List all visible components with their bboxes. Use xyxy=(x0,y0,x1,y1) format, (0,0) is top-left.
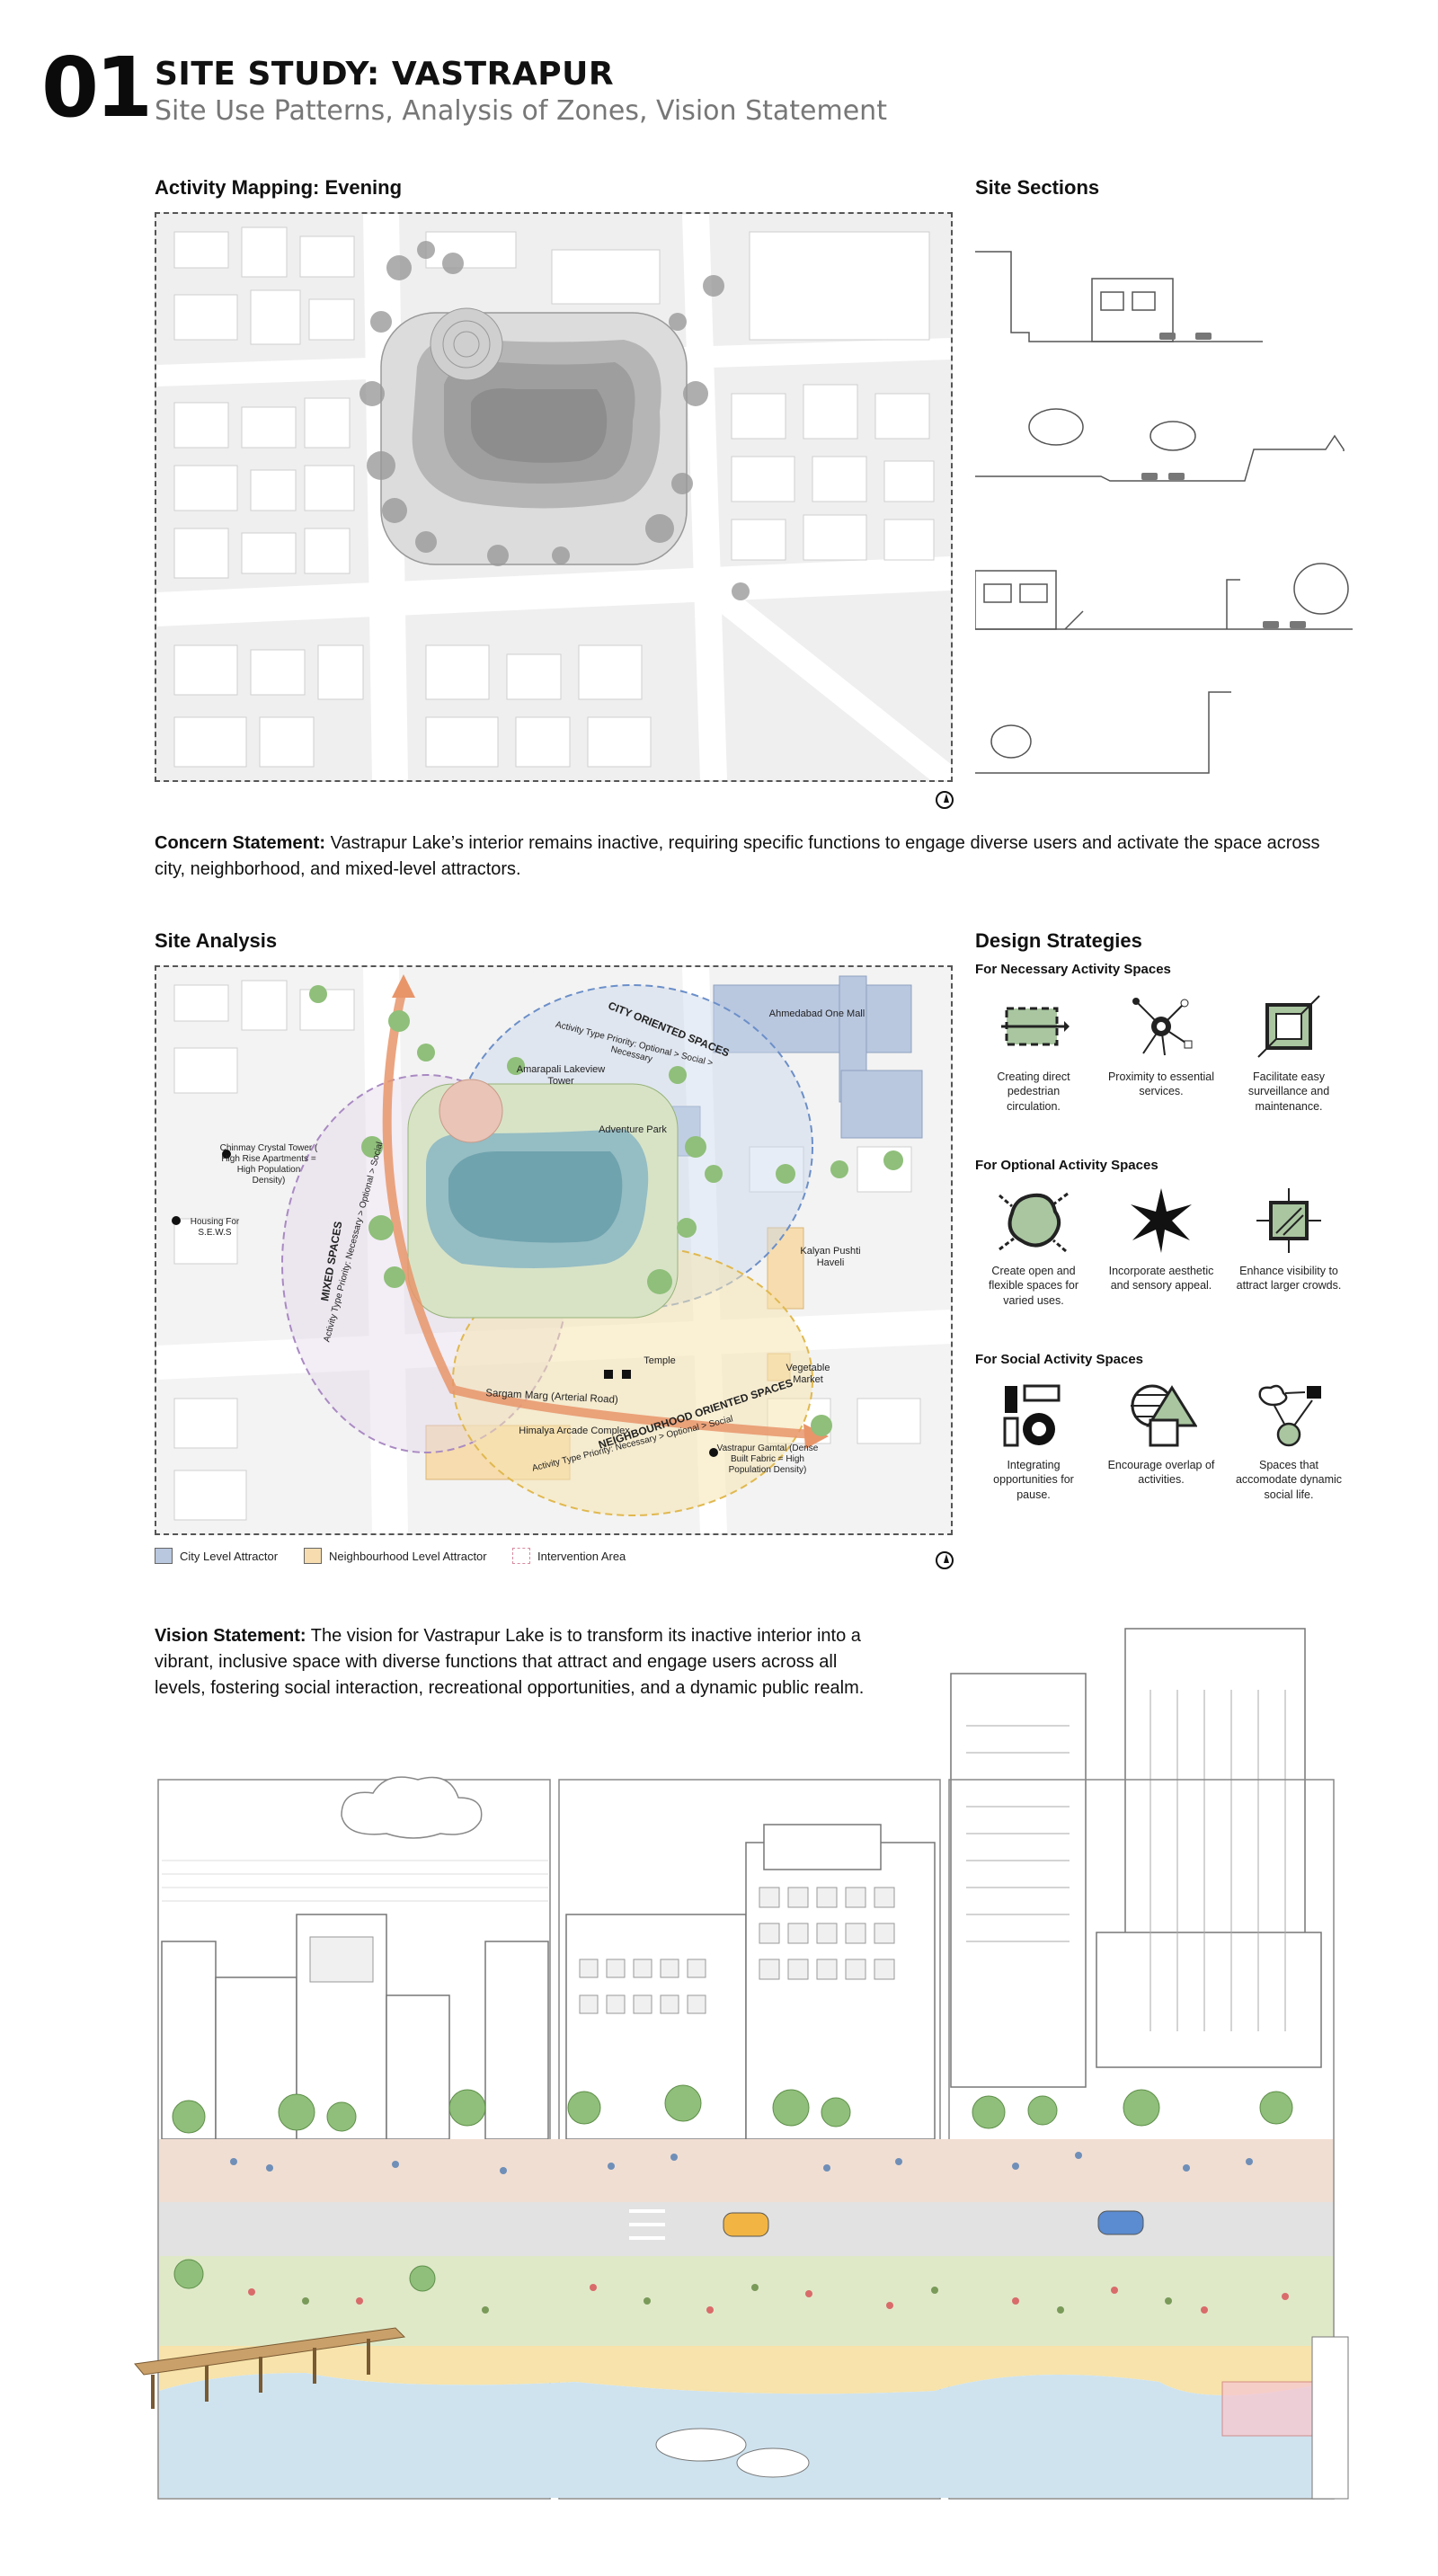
north-arrow-icon xyxy=(936,791,954,809)
strategy-social-life: Spaces that accomodate dynamic social li… xyxy=(1235,1379,1343,1502)
vision-label: Vision Statement: xyxy=(155,1626,306,1646)
legend-label: Intervention Area xyxy=(537,1549,626,1563)
aesthetic-appeal-icon xyxy=(1131,1188,1192,1253)
flexible-space-icon xyxy=(999,1192,1069,1253)
label-himalya-arcade: Himalya Arcade Complex xyxy=(519,1426,630,1436)
legend-swatch-neighbourhood xyxy=(304,1548,322,1564)
concern-statement: Concern Statement: Vastrapur Lake’s inte… xyxy=(155,831,1323,883)
strategy-pause: Integrating opportunities for pause. xyxy=(980,1379,1087,1502)
label-housing-sews: Housing For S.E.W.S xyxy=(190,1217,240,1238)
strategy-overlap: Encourage overlap of activities. xyxy=(1107,1379,1215,1488)
site-analysis-drawing xyxy=(156,967,951,1533)
label-temple: Temple xyxy=(644,1355,676,1366)
site-analysis-heading: Site Analysis xyxy=(155,929,278,952)
vision-text: The vision for Vastrapur Lake is to tran… xyxy=(155,1626,865,1698)
activity-map xyxy=(155,212,953,782)
overlap-icon xyxy=(1131,1384,1197,1447)
concern-label: Concern Statement: xyxy=(155,833,326,853)
legend-neighbourhood-level: Neighbourhood Level Attractor xyxy=(304,1548,487,1564)
legend-intervention-area: Intervention Area xyxy=(512,1548,626,1564)
group-social-title: For Social Activity Spaces xyxy=(975,1352,1144,1367)
legend-swatch-city xyxy=(155,1548,173,1564)
site-sections-heading: Site Sections xyxy=(975,176,1100,199)
visibility-icon xyxy=(1256,1188,1321,1253)
surveillance-icon xyxy=(1257,995,1320,1058)
strategy-surveillance: Facilitate easy surveillance and mainten… xyxy=(1235,990,1343,1114)
vision-illustration xyxy=(134,1628,1349,2500)
group-optional-title: For Optional Activity Spaces xyxy=(975,1158,1158,1173)
page-subtitle: Site Use Patterns, Analysis of Zones, Vi… xyxy=(155,95,887,127)
activity-map-drawing xyxy=(156,214,951,780)
strategy-pedestrian-circulation: Creating direct pedestrian circulation. xyxy=(980,990,1087,1114)
site-analysis-map: Ahmedabad One Mall CITY ORIENTED SPACES … xyxy=(155,965,953,1535)
social-life-icon xyxy=(1258,1384,1321,1447)
strategy-aesthetic-appeal: Incorporate aesthetic and sensory appeal… xyxy=(1107,1185,1215,1293)
activity-mapping-heading: Activity Mapping: Evening xyxy=(155,176,403,199)
legend-city-level: City Level Attractor xyxy=(155,1548,278,1564)
concern-text: Vastrapur Lake’s interior remains inacti… xyxy=(155,833,1320,879)
label-ahmedabad-one-mall: Ahmedabad One Mall xyxy=(768,1008,865,1019)
label-chinmay-tower: Chinmay Crystal Tower ( High Rise Apartm… xyxy=(219,1143,318,1186)
label-adventure-park: Adventure Park xyxy=(599,1124,667,1135)
label-vastrapur-gamtal: Vastrapur Gamtal (Dense Built Fabric = H… xyxy=(716,1443,819,1475)
legend-label: City Level Attractor xyxy=(180,1549,279,1563)
legend-label: Neighbourhood Level Attractor xyxy=(329,1549,487,1563)
label-amrapali-tower: Amarapali Lakeview Tower xyxy=(516,1064,606,1088)
design-strategies-heading: Design Strategies xyxy=(975,929,1142,952)
legend-swatch-intervention xyxy=(512,1548,530,1564)
strategy-proximity-services: Proximity to essential services. xyxy=(1107,990,1215,1099)
strategy-visibility: Enhance visibility to attract larger cro… xyxy=(1235,1185,1343,1293)
pedestrian-circulation-icon xyxy=(1001,1007,1070,1046)
label-kalyan-haveli: Kalyan Pushti Haveli xyxy=(800,1246,861,1269)
pause-icon xyxy=(1003,1384,1061,1447)
site-sections-drawing xyxy=(975,251,1353,774)
page-title: SITE STUDY: VASTRAPUR xyxy=(155,56,615,93)
group-necessary-title: For Necessary Activity Spaces xyxy=(975,962,1171,977)
vision-statement: Vision Statement: The vision for Vastrap… xyxy=(155,1623,883,1701)
proximity-services-icon xyxy=(1132,998,1193,1056)
strategy-flexible-space: Create open and flexible spaces for vari… xyxy=(980,1185,1087,1308)
sheet-number: 01 xyxy=(41,40,153,136)
north-arrow-icon xyxy=(936,1551,954,1569)
label-vegetable-market: Vegetable Market xyxy=(786,1363,830,1386)
